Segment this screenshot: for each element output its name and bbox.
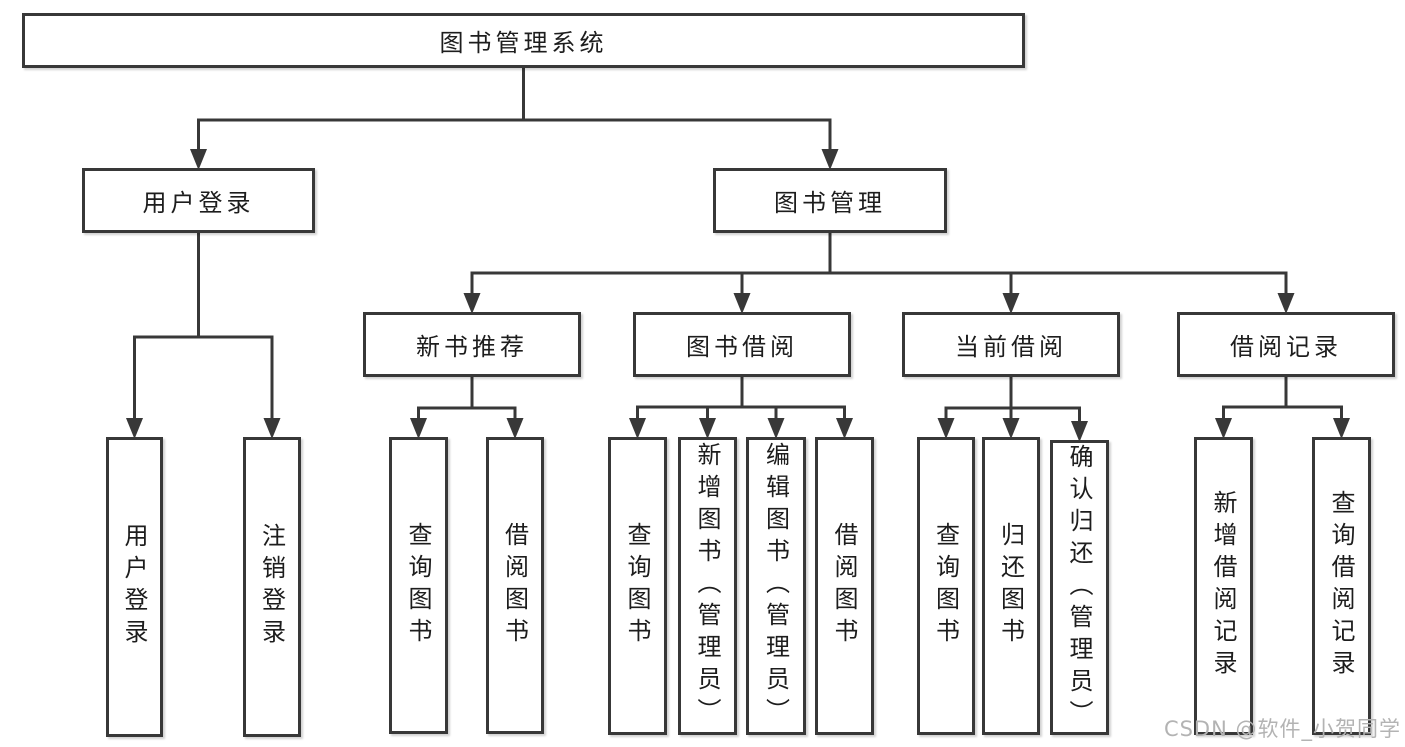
arrowhead-icon (263, 418, 281, 439)
arrowhead-icon (1002, 418, 1020, 439)
node-new-book-rec: 新书推荐 (363, 312, 581, 377)
arrowhead-icon (836, 418, 853, 439)
arrowhead-icon (126, 418, 143, 439)
node-nbr-borrow-books: 借阅图书 (486, 437, 544, 734)
arrowhead-icon (410, 418, 427, 439)
node-cb-query-books: 查询图书 (917, 437, 975, 735)
arrowhead-icon (733, 293, 751, 314)
watermark: CSDN @软件_小贺同学 (1163, 717, 1401, 741)
node-logout: 注销登录 (243, 437, 301, 737)
arrowhead-icon (1277, 293, 1295, 314)
node-user-login-branch: 用户登录 (82, 168, 315, 233)
arrowhead-icon (1215, 418, 1232, 439)
arrowhead-icon (629, 418, 646, 439)
node-nbr-query-books: 查询图书 (389, 437, 448, 734)
node-br-add-record: 新增借阅记录 (1194, 437, 1253, 735)
arrowhead-icon (699, 418, 716, 439)
node-bb-add-books: 新增图书（管理员） (678, 437, 737, 735)
arrowhead-icon (937, 418, 955, 439)
node-user-login: 用户登录 (106, 437, 163, 737)
node-book-mgmt: 图书管理 (713, 168, 947, 233)
arrowhead-icon (506, 418, 524, 439)
node-current-borrow: 当前借阅 (902, 312, 1120, 377)
arrowhead-icon (767, 418, 785, 439)
node-book-borrow: 图书借阅 (633, 312, 851, 377)
node-bb-borrow-books: 借阅图书 (815, 437, 874, 735)
arrowhead-icon (190, 149, 207, 170)
node-bb-query-books: 查询图书 (608, 437, 667, 735)
node-bb-edit-books: 编辑图书（管理员） (746, 437, 806, 735)
arrowhead-icon (1071, 421, 1088, 442)
arrowhead-icon (1333, 418, 1350, 439)
node-cb-confirm-return: 确认归还（管理员） (1050, 440, 1109, 735)
node-root: 图书管理系统 (22, 13, 1025, 68)
arrowhead-icon (821, 149, 839, 170)
node-borrow-records: 借阅记录 (1177, 312, 1395, 377)
node-cb-return-books: 归还图书 (982, 437, 1040, 735)
arrowhead-icon (463, 293, 481, 314)
arrowhead-icon (1002, 293, 1020, 314)
node-br-query-record: 查询借阅记录 (1312, 437, 1371, 735)
